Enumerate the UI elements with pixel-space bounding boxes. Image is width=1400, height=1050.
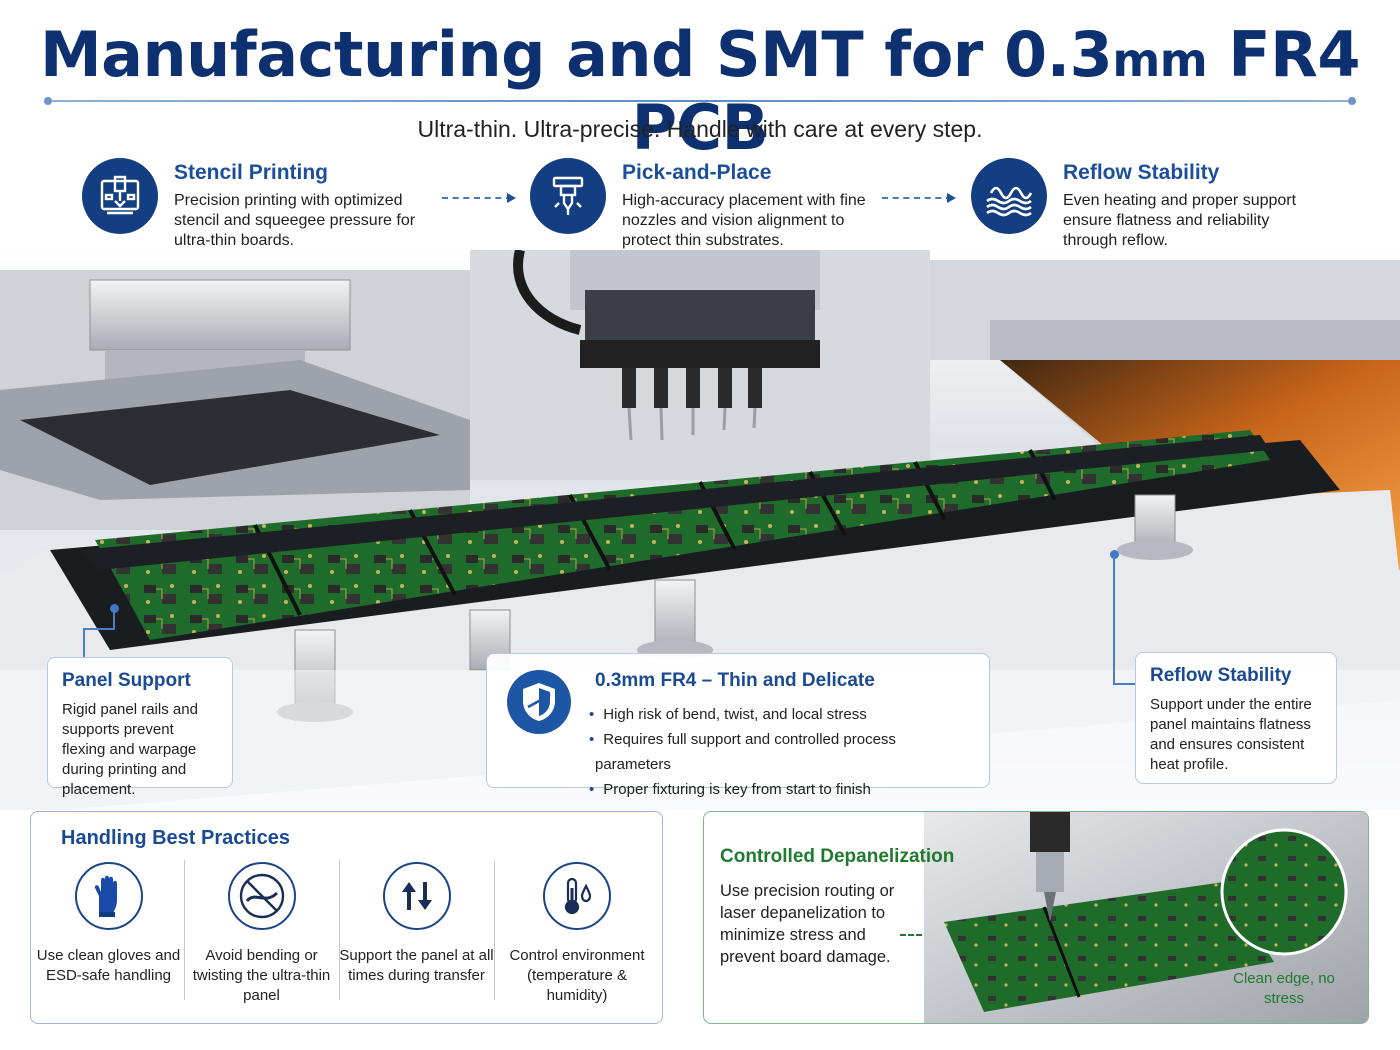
- depanel-text: Use precision routing or laser depaneliz…: [720, 882, 895, 966]
- shield-icon: [507, 670, 571, 734]
- thermometer-humidity-icon: [543, 862, 611, 930]
- list-item: High risk of bend, twist, and local stre…: [595, 702, 971, 727]
- step-title: Stencil Printing: [174, 161, 329, 184]
- practice-text: Support the panel at all times during tr…: [339, 947, 494, 984]
- step-description: High-accuracy placement with fine nozzle…: [622, 192, 866, 249]
- list-item: Proper fixturing is key from start to fi…: [595, 777, 971, 802]
- flow-arrow: [882, 193, 956, 203]
- divider: [339, 860, 340, 1000]
- practice-support-panel: Support the panel at all times during tr…: [339, 862, 494, 1012]
- card-title: 0.3mm FR4 – Thin and Delicate: [595, 670, 875, 691]
- practice-text: Use clean gloves and ESD-safe handling: [36, 947, 181, 984]
- thin-delicate-card: 0.3mm FR4 – Thin and Delicate High risk …: [486, 653, 990, 798]
- heat-waves-icon: [971, 158, 1047, 234]
- controlled-depanelization: Controlled Depanelization Use precision …: [703, 811, 1369, 1024]
- callout-leader: [83, 628, 85, 658]
- practice-text: Control environment (temperature & humid…: [509, 947, 645, 1004]
- no-bend-icon: [227, 862, 296, 930]
- callout-leader: [83, 628, 115, 630]
- card-title: Reflow Stability: [1150, 665, 1292, 686]
- title-divider: [44, 97, 1356, 105]
- risk-list: High risk of bend, twist, and local stre…: [595, 702, 971, 802]
- section-title: Handling Best Practices: [61, 827, 290, 849]
- depanel-arrow: [900, 934, 922, 936]
- step-description: Even heating and proper support ensure f…: [1063, 192, 1297, 249]
- practice-text: Avoid bending or twisting the ultra-thin…: [192, 947, 331, 1004]
- page-title: Manufacturing and SMT for 0.3mm FR4 PCB: [39, 18, 1361, 164]
- stencil-printer-icon: [82, 158, 158, 234]
- nozzle-icon: [530, 158, 606, 234]
- reflow-stability-card: Reflow Stability Support under the entir…: [1135, 652, 1337, 784]
- glove-icon: [74, 862, 143, 930]
- callout-pin: [110, 604, 119, 613]
- section-title: Controlled Depanelization: [720, 846, 955, 867]
- clean-edge-note: Clean edge, no stress: [1233, 970, 1335, 1007]
- divider: [184, 860, 185, 1000]
- up-down-arrows-icon: [382, 862, 451, 930]
- handling-best-practices: Handling Best Practices Use clean gloves…: [30, 811, 663, 1024]
- depanel-router-illustration: [924, 812, 1368, 1023]
- practice-environment: Control environment (temperature & humid…: [497, 862, 657, 1012]
- divider: [494, 860, 495, 1000]
- callout-leader: [113, 610, 115, 628]
- card-text: Support under the entire panel maintains…: [1150, 696, 1312, 773]
- flow-arrow: [442, 193, 516, 203]
- tagline: Ultra-thin. Ultra-precise. Handle with c…: [417, 116, 983, 142]
- panel-support-card: Panel Support Rigid panel rails and supp…: [47, 657, 233, 798]
- step-title: Pick-and-Place: [622, 161, 772, 184]
- callout-leader: [1113, 683, 1137, 685]
- step-description: Precision printing with optimized stenci…: [174, 192, 416, 249]
- card-text: Rigid panel rails and supports prevent f…: [62, 701, 198, 798]
- callout-leader: [1113, 556, 1115, 684]
- callout-pin: [1110, 550, 1119, 559]
- step-title: Reflow Stability: [1063, 161, 1220, 184]
- practice-no-bending: Avoid bending or twisting the ultra-thin…: [184, 862, 339, 1012]
- list-item: Requires full support and controlled pro…: [595, 727, 971, 777]
- practice-gloves: Use clean gloves and ESD-safe handling: [31, 862, 186, 1012]
- card-title: Panel Support: [62, 670, 191, 691]
